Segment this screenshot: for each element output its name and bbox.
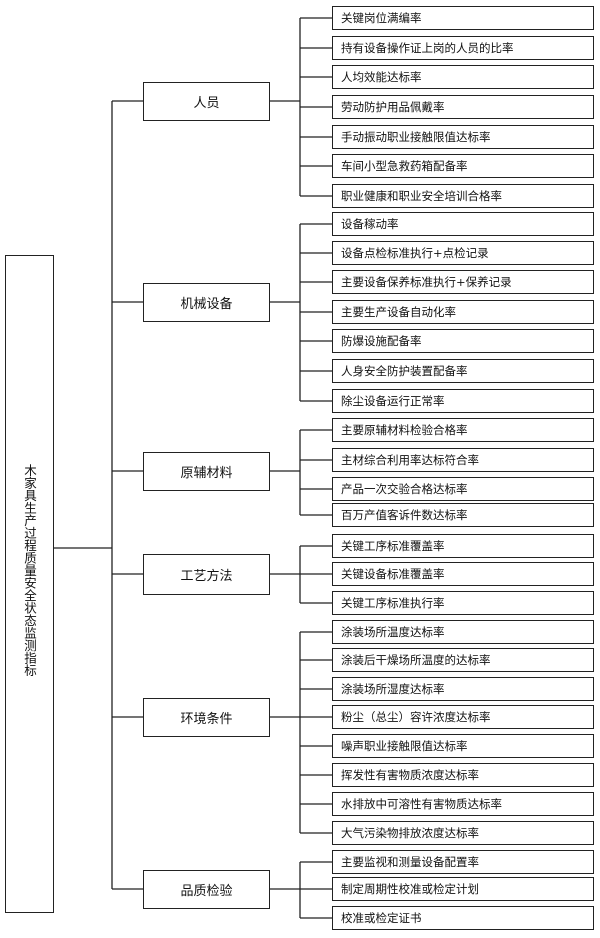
- indicator-item: 制定周期性校准或检定计划: [332, 877, 594, 901]
- indicator-item: 持有设备操作证上岗的人员的比率: [332, 36, 594, 60]
- indicator-item: 关键设备标准覆盖率: [332, 562, 594, 586]
- indicator-item: 校准或检定证书: [332, 906, 594, 930]
- indicator-item: 水排放中可溶性有害物质达标率: [332, 792, 594, 816]
- indicator-item: 主材综合利用率达标符合率: [332, 448, 594, 472]
- indicator-item: 产品一次交验合格达标率: [332, 477, 594, 501]
- indicator-item: 除尘设备运行正常率: [332, 389, 594, 413]
- indicator-item: 人身安全防护装置配备率: [332, 359, 594, 383]
- indicator-item: 关键工序标准执行率: [332, 591, 594, 615]
- indicator-item: 涂装场所温度达标率: [332, 620, 594, 644]
- indicator-item: 主要原辅材料检验合格率: [332, 418, 594, 442]
- root-label: 木家具生产过程质量安全状态监测指标: [22, 464, 37, 677]
- indicator-item: 关键岗位满编率: [332, 6, 594, 30]
- indicator-item: 关键工序标准覆盖率: [332, 534, 594, 558]
- indicator-item: 主要生产设备自动化率: [332, 300, 594, 324]
- category-personnel: 人员: [143, 82, 270, 121]
- indicator-item: 涂装场所湿度达标率: [332, 677, 594, 701]
- indicator-item: 挥发性有害物质浓度达标率: [332, 763, 594, 787]
- indicator-item: 车间小型急救药箱配备率: [332, 154, 594, 178]
- indicator-item: 设备点检标准执行+点检记录: [332, 241, 594, 265]
- root-node: 木家具生产过程质量安全状态监测指标: [5, 255, 54, 913]
- category-materials: 原辅材料: [143, 452, 270, 491]
- category-machinery: 机械设备: [143, 283, 270, 322]
- indicator-item: 百万产值客诉件数达标率: [332, 503, 594, 527]
- indicator-item: 设备稼动率: [332, 212, 594, 236]
- category-process-method: 工艺方法: [143, 554, 270, 595]
- indicator-item: 噪声职业接触限值达标率: [332, 734, 594, 758]
- indicator-item: 主要设备保养标准执行+保养记录: [332, 270, 594, 294]
- indicator-item: 粉尘（总尘）容许浓度达标率: [332, 705, 594, 729]
- indicator-item: 手动振动职业接触限值达标率: [332, 125, 594, 149]
- indicator-item: 职业健康和职业安全培训合格率: [332, 184, 594, 208]
- category-environment: 环境条件: [143, 698, 270, 737]
- category-quality-inspection: 品质检验: [143, 870, 270, 909]
- indicator-item: 防爆设施配备率: [332, 329, 594, 353]
- indicator-item: 主要监视和测量设备配置率: [332, 850, 594, 874]
- indicator-item: 人均效能达标率: [332, 65, 594, 89]
- indicator-item: 劳动防护用品佩戴率: [332, 95, 594, 119]
- indicator-item: 大气污染物排放浓度达标率: [332, 821, 594, 845]
- indicator-item: 涂装后干燥场所温度的达标率: [332, 648, 594, 672]
